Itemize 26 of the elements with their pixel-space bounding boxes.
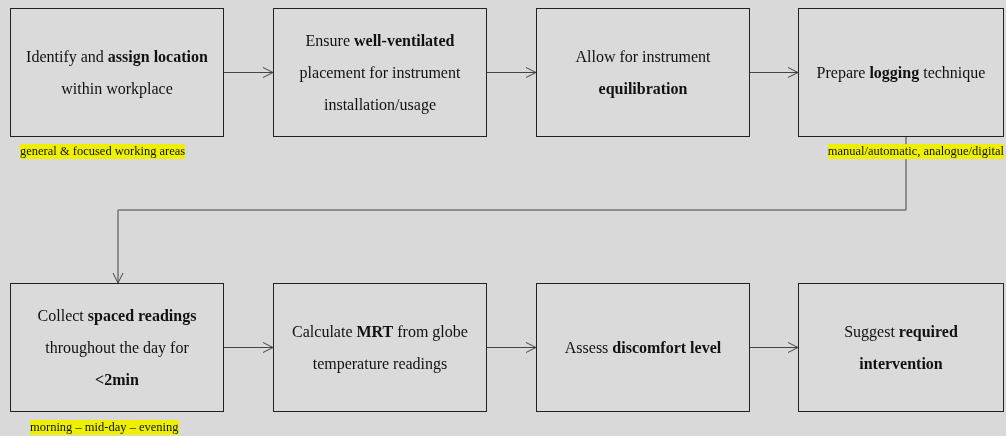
arrow bbox=[486, 342, 537, 353]
highlighted-note: general & focused working areas bbox=[20, 144, 186, 159]
arrow bbox=[486, 67, 537, 78]
step-text: Assess discomfort level bbox=[564, 337, 722, 358]
highlighted-note: manual/automatic, analogue/digital bbox=[827, 144, 1004, 159]
process-box bbox=[273, 8, 487, 137]
step-text: Ensure well-ventilated placement for instrument installation/usage bbox=[298, 30, 462, 116]
step-text: Collect spaced readings throughout the day for <2min bbox=[36, 305, 198, 390]
process-box bbox=[798, 283, 1004, 412]
process-box bbox=[273, 283, 487, 412]
step-text: Calculate MRT from globe temperature readings bbox=[291, 321, 469, 375]
arrow bbox=[112, 136, 907, 284]
step-text: Identify and assign location within workplace bbox=[25, 46, 209, 100]
step-text: Suggest required intervention bbox=[843, 321, 959, 374]
arrow bbox=[223, 67, 274, 78]
step-text: Allow for instrument equilibration bbox=[574, 46, 712, 100]
process-box bbox=[536, 8, 750, 137]
arrow bbox=[749, 342, 799, 353]
process-box bbox=[10, 283, 224, 412]
step-text: Prepare logging technique bbox=[816, 62, 986, 84]
process-box bbox=[536, 283, 750, 412]
highlighted-note: morning – mid-day – evening bbox=[30, 420, 179, 435]
process-box bbox=[10, 8, 224, 137]
process-box bbox=[798, 8, 1004, 137]
arrow bbox=[749, 67, 799, 78]
arrow bbox=[223, 342, 274, 353]
